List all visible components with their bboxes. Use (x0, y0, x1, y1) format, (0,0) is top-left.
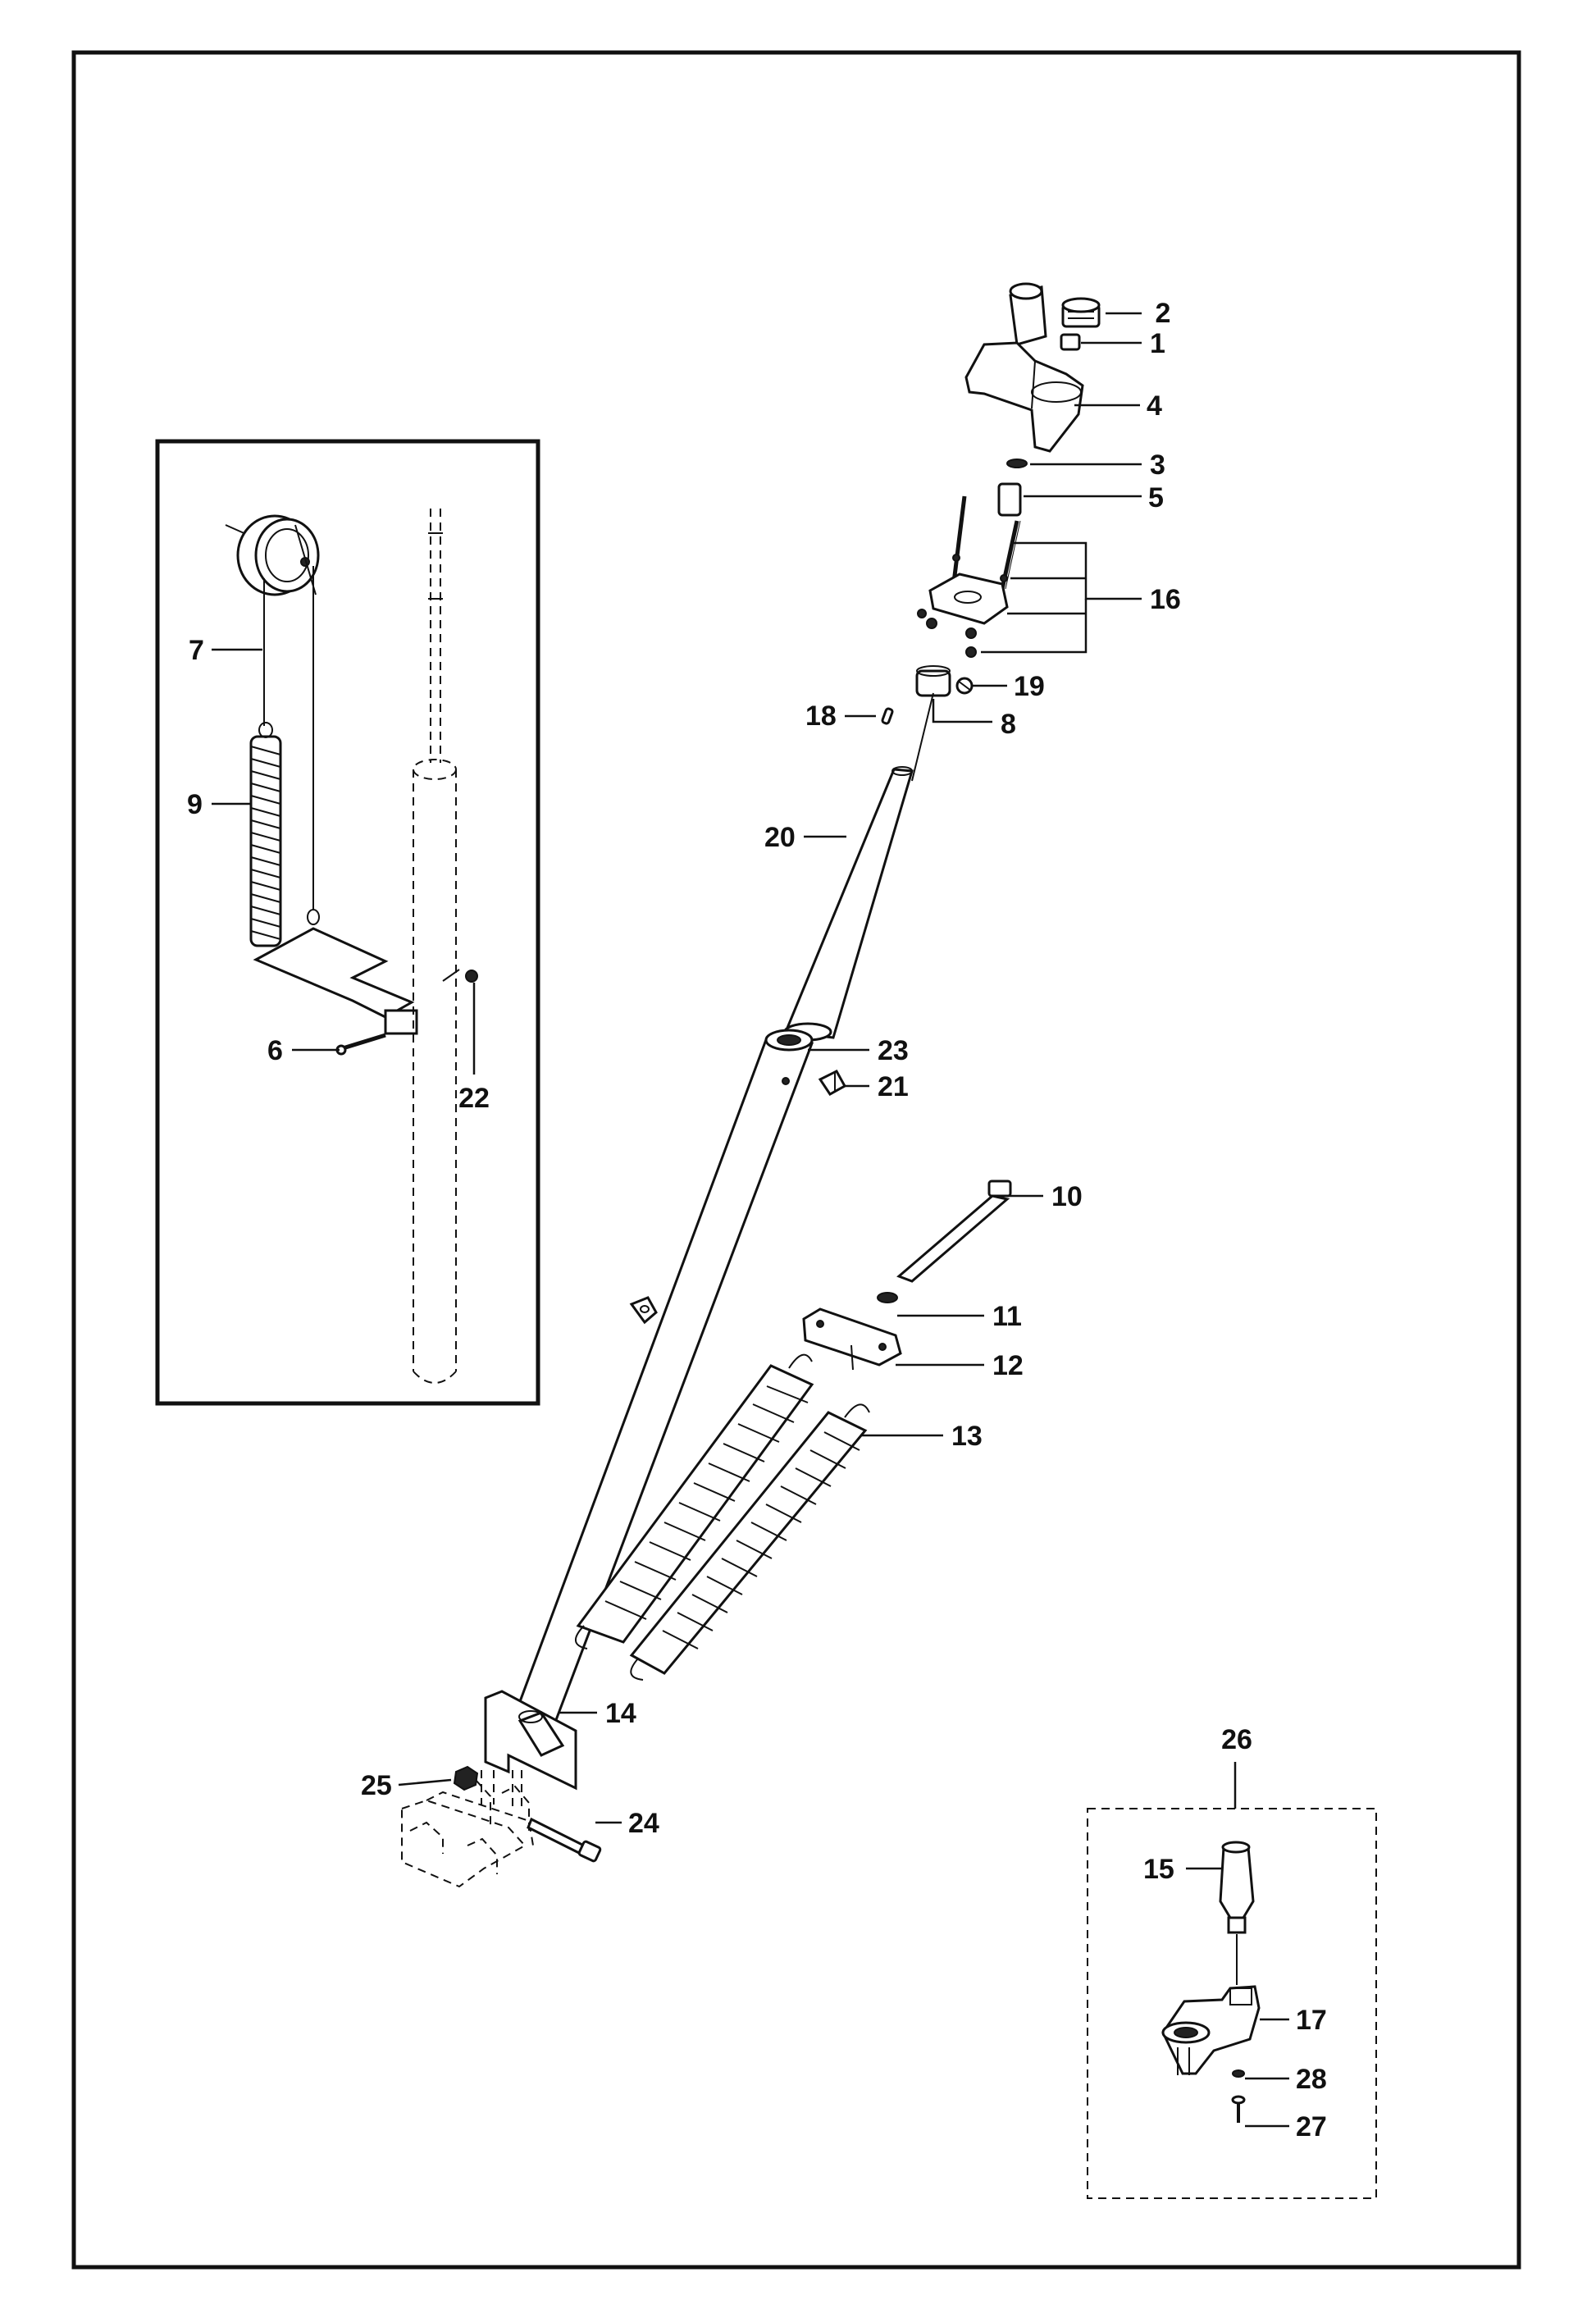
callout-21: 21 (878, 1071, 909, 1102)
bushing-5 (997, 482, 1022, 517)
spring-13-right (629, 1403, 870, 1681)
callout-2: 2 (1156, 298, 1171, 329)
callout-13: 13 (951, 1421, 983, 1452)
handle-17 (1161, 1985, 1261, 2075)
callout-20: 20 (764, 822, 796, 853)
callout-19: 19 (1014, 671, 1045, 702)
washer-11 (877, 1292, 898, 1303)
callout-10: 10 (1051, 1181, 1083, 1212)
callout-12: 12 (992, 1350, 1024, 1381)
pulley (225, 514, 320, 596)
bolt-24 (527, 1817, 602, 1863)
callout-7: 7 (189, 635, 204, 666)
callout-1: 1 (1150, 328, 1165, 359)
callout-25: 25 (361, 1770, 392, 1801)
callout-18: 18 (805, 700, 837, 732)
callout-4: 4 (1147, 390, 1162, 422)
set-screw-19 (955, 677, 974, 695)
callout-8: 8 (1001, 709, 1016, 740)
handle-4 (964, 282, 1084, 453)
callout-26: 26 (1221, 1724, 1252, 1755)
callout-28: 28 (1296, 2064, 1327, 2095)
kit-box-26 (1087, 1762, 1377, 2199)
inset-spring (249, 722, 320, 947)
nut-1 (1060, 333, 1081, 351)
bracket-plate (253, 927, 415, 1019)
bushing-14 (518, 1710, 565, 1757)
inset-tube (413, 509, 460, 1384)
callout-numbers: 2 1 4 3 5 16 19 8 18 20 23 21 10 11 12 1… (187, 298, 1327, 2142)
callout-24: 24 (628, 1808, 659, 1839)
inset-frame (155, 439, 540, 1406)
callout-14: 14 (605, 1698, 636, 1729)
callout-15: 15 (1143, 1854, 1174, 1885)
callout-3: 3 (1150, 449, 1165, 481)
callout-9: 9 (187, 789, 203, 820)
callout-5: 5 (1148, 482, 1164, 513)
callout-17: 17 (1296, 2005, 1327, 2036)
pin-18 (881, 707, 894, 725)
washer-28 (1232, 2069, 1245, 2078)
bolt-10 (896, 1180, 1012, 1283)
washer-3 (1006, 459, 1028, 468)
screw-27 (1231, 2095, 1246, 2123)
nut-25 (453, 1765, 479, 1791)
spring-13-left (575, 1353, 814, 1650)
nut-22 (465, 970, 478, 983)
inset-detail (155, 439, 540, 1406)
bolt-set-16 (917, 495, 1021, 658)
knob-2 (1061, 297, 1101, 328)
grip-15 (1219, 1841, 1255, 1985)
inner-tube-20 (783, 692, 934, 1042)
bracket-12 (802, 1307, 902, 1367)
bolt-6 (335, 1033, 386, 1056)
callout-22: 22 (458, 1083, 490, 1114)
callout-27: 27 (1296, 2111, 1327, 2142)
callout-11: 11 (992, 1301, 1022, 1332)
leader-lines (212, 312, 1289, 2128)
outer-frame (71, 50, 1521, 2270)
callout-16: 16 (1150, 584, 1181, 615)
collar-8 (915, 665, 951, 697)
screw-21 (818, 1070, 847, 1096)
callout-6: 6 (267, 1035, 283, 1066)
callout-23: 23 (878, 1035, 909, 1066)
